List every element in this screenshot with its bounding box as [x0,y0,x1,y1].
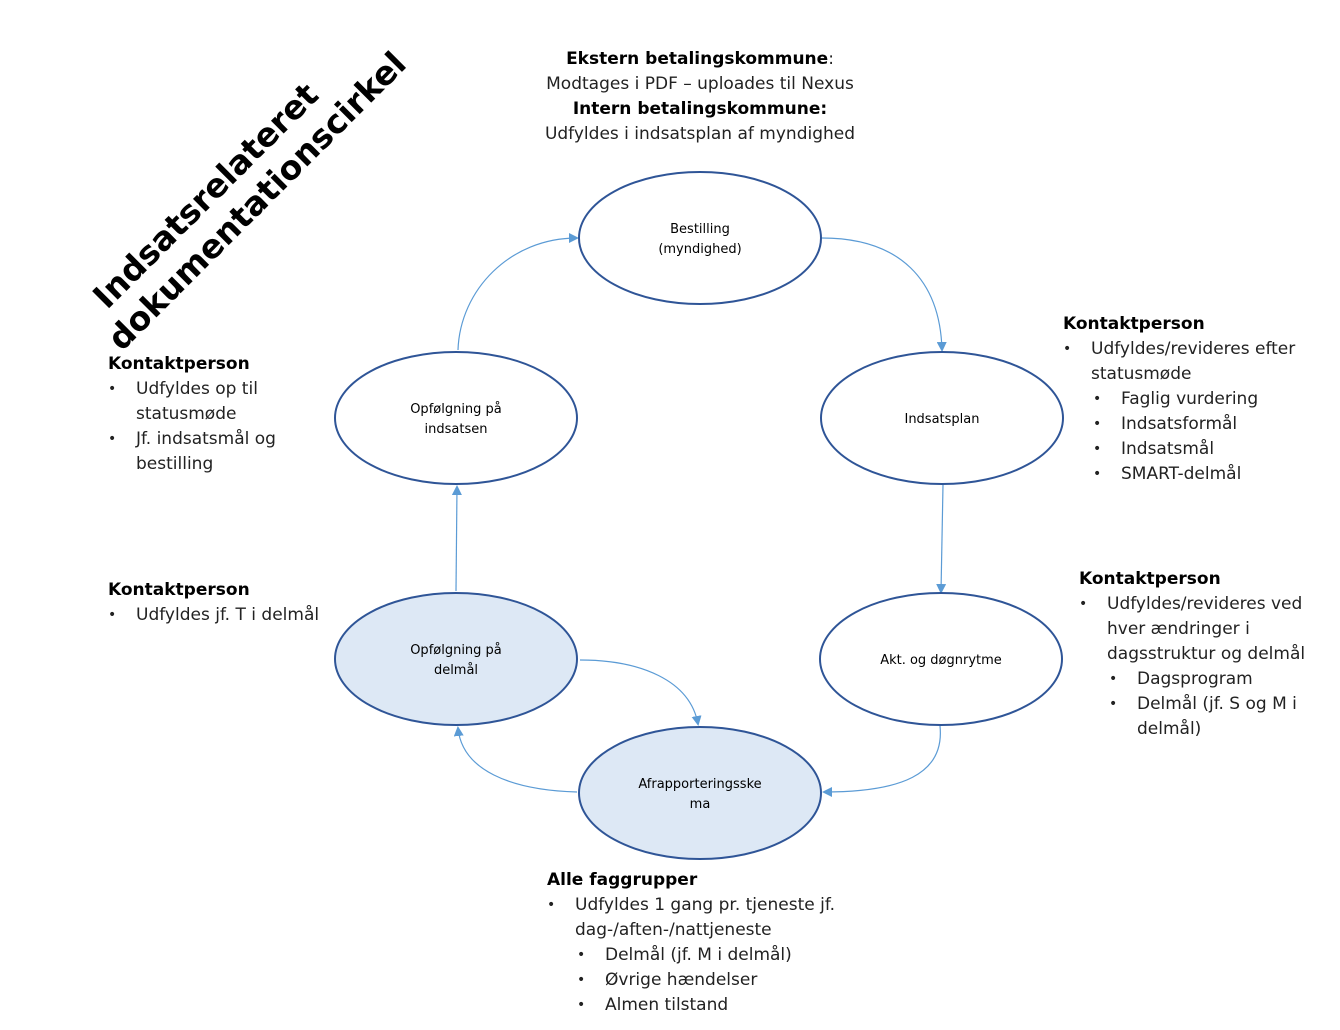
arrow-indsatsplan-to-akt [936,484,947,594]
arrow-opf-delmal-to-afrapportering [579,659,702,726]
node-bestilling-line1: Bestilling [670,222,730,237]
arrow-bestilling-to-indsatsplan [821,237,947,352]
node-opfolgning-delmal: Opfølgning på delmål [334,592,578,726]
note-top: Ekstern betalingskommune: Modtages i PDF… [470,47,930,147]
node-bestilling: Bestilling (myndighed) [578,171,822,305]
note-bottom-subitem: Delmål (jf. M i delmål) [547,943,847,968]
note-top-int-label: Intern betalingskommune: [572,99,828,119]
note-left-top-header: Kontaktperson [108,354,250,374]
note-left-top-item: Udfyldes op til statusmøde [108,377,308,427]
node-opfolgning-indsatsen: Opfølgning på indsatsen [334,351,578,485]
node-opf-indsatsen-line1: Opfølgning på [410,402,502,417]
note-right-top-subitem: Indsatsformål [1063,412,1323,437]
node-akt-label: Akt. og døgnrytme [880,653,1002,668]
note-bottom-subitem: Almen tilstand [547,993,847,1018]
note-right-bottom-item: Udfyldes/revideres ved hver ændringer i … [1079,592,1324,667]
note-right-bottom-subitem: Dagsprogram [1079,667,1324,692]
note-top-int-text: Udfyldes i indsatsplan af myndighed [544,124,856,144]
note-right-bottom-header: Kontaktperson [1079,569,1221,589]
node-bestilling-line2: (myndighed) [658,242,741,257]
note-top-ext-label: Ekstern betalingskommune [566,49,829,69]
node-opf-delmal-line2: delmål [434,663,478,678]
note-right-top-subitem: Faglig vurdering [1063,387,1323,412]
note-right-top-subitem: SMART-delmål [1063,462,1323,487]
node-opf-indsatsen-line2: indsatsen [425,422,488,437]
node-afrapportering-line2: ma [690,797,711,812]
note-left-top: Kontaktperson Udfyldes op til statusmøde… [108,352,308,477]
note-left-top-item: Jf. indsatsmål og bestilling [108,427,308,477]
note-right-top-subitem: Indsatsmål [1063,437,1323,462]
arrow-afrapportering-to-opf-delmal [453,726,578,793]
note-right-top-item: Udfyldes/revideres efter statusmøde [1063,337,1323,387]
note-left-bottom-item: Udfyldes jf. T i delmål [108,603,338,628]
arrow-opf-indsatsen-to-bestilling [457,233,579,351]
note-left-bottom: Kontaktperson Udfyldes jf. T i delmål [108,578,338,628]
arrow-akt-to-afrapportering [822,725,941,797]
note-right-bottom-subitem: Delmål (jf. S og M i delmål) [1079,692,1324,742]
note-bottom-subitem: Øvrige hændelser [547,968,847,993]
note-bottom-header: Alle faggrupper [547,870,698,890]
node-opf-delmal-line1: Opfølgning på [410,643,502,658]
note-right-top-header: Kontaktperson [1063,314,1205,334]
note-left-bottom-header: Kontaktperson [108,580,250,600]
note-right-bottom: Kontaktperson Udfyldes/revideres ved hve… [1079,567,1324,742]
note-bottom: Alle faggrupper Udfyldes 1 gang pr. tjen… [547,868,847,1018]
note-bottom-item: Udfyldes 1 gang pr. tjeneste jf. dag-/af… [547,893,847,943]
node-akt-dognrytme: Akt. og døgnrytme [819,592,1063,726]
node-indsatsplan: Indsatsplan [820,351,1064,485]
arrow-opf-delmal-to-opf-indsatsen [451,485,462,592]
note-top-ext-colon: : [828,49,834,69]
node-indsatsplan-label: Indsatsplan [904,412,979,427]
note-right-top: Kontaktperson Udfyldes/revideres efter s… [1063,312,1323,487]
node-afrapporteringsskema: Afrapporteringsske ma [578,726,822,860]
node-afrapportering-line1: Afrapporteringsske [638,777,761,792]
note-top-ext-text: Modtages i PDF – uploades til Nexus [546,74,854,94]
